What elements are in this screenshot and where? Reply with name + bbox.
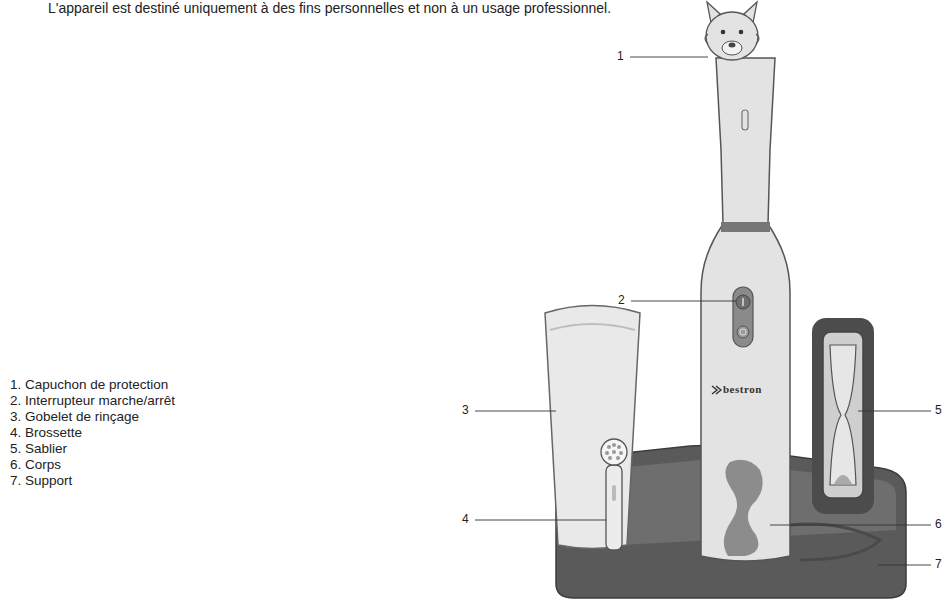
body-wave (724, 460, 763, 556)
callout-number: 2 (618, 294, 625, 307)
neck-slot (742, 110, 748, 130)
stand-ring (790, 524, 880, 560)
hourglass (830, 345, 856, 485)
cup-rim (550, 324, 635, 330)
hourglass-holder (812, 318, 874, 514)
switch-on (736, 295, 750, 309)
leader-lines (475, 57, 931, 565)
brush-head (601, 439, 627, 465)
neck-band (721, 222, 770, 232)
part-list-item: 3. Gobelet de rinçage (10, 410, 139, 425)
switch-off (737, 326, 749, 338)
part-list-item: 2. Interrupteur marche/arrêt (10, 394, 175, 409)
cat-muzzle (722, 41, 742, 55)
callout-number: 7 (935, 558, 942, 571)
brand-logo: bestron (723, 383, 762, 395)
part-list-item: 4. Brossette (10, 426, 82, 441)
callout-number: 6 (935, 518, 942, 531)
stem-slot (612, 485, 616, 501)
brush-head-stem (606, 465, 622, 550)
part-list-item: 7. Support (10, 474, 72, 489)
hourglass-sand (834, 475, 852, 484)
logo-mark (712, 386, 721, 394)
notice-text: L'appareil est destiné uniquement à des … (48, 1, 611, 16)
hourglass-glass (823, 332, 863, 498)
rinse-cup (545, 306, 640, 549)
callout-number: 1 (617, 50, 624, 63)
toothbrush-body (701, 58, 790, 561)
part-list-item: 6. Corps (10, 458, 61, 473)
switch-housing (733, 287, 753, 347)
callout-number: 4 (462, 513, 469, 526)
cat-head (706, 12, 758, 60)
part-list-item: 1. Capuchon de protection (10, 378, 168, 393)
callout-number: 5 (935, 404, 942, 417)
part-list-item: 5. Sablier (10, 442, 67, 457)
callout-number: 3 (462, 404, 469, 417)
bristles (605, 443, 623, 460)
